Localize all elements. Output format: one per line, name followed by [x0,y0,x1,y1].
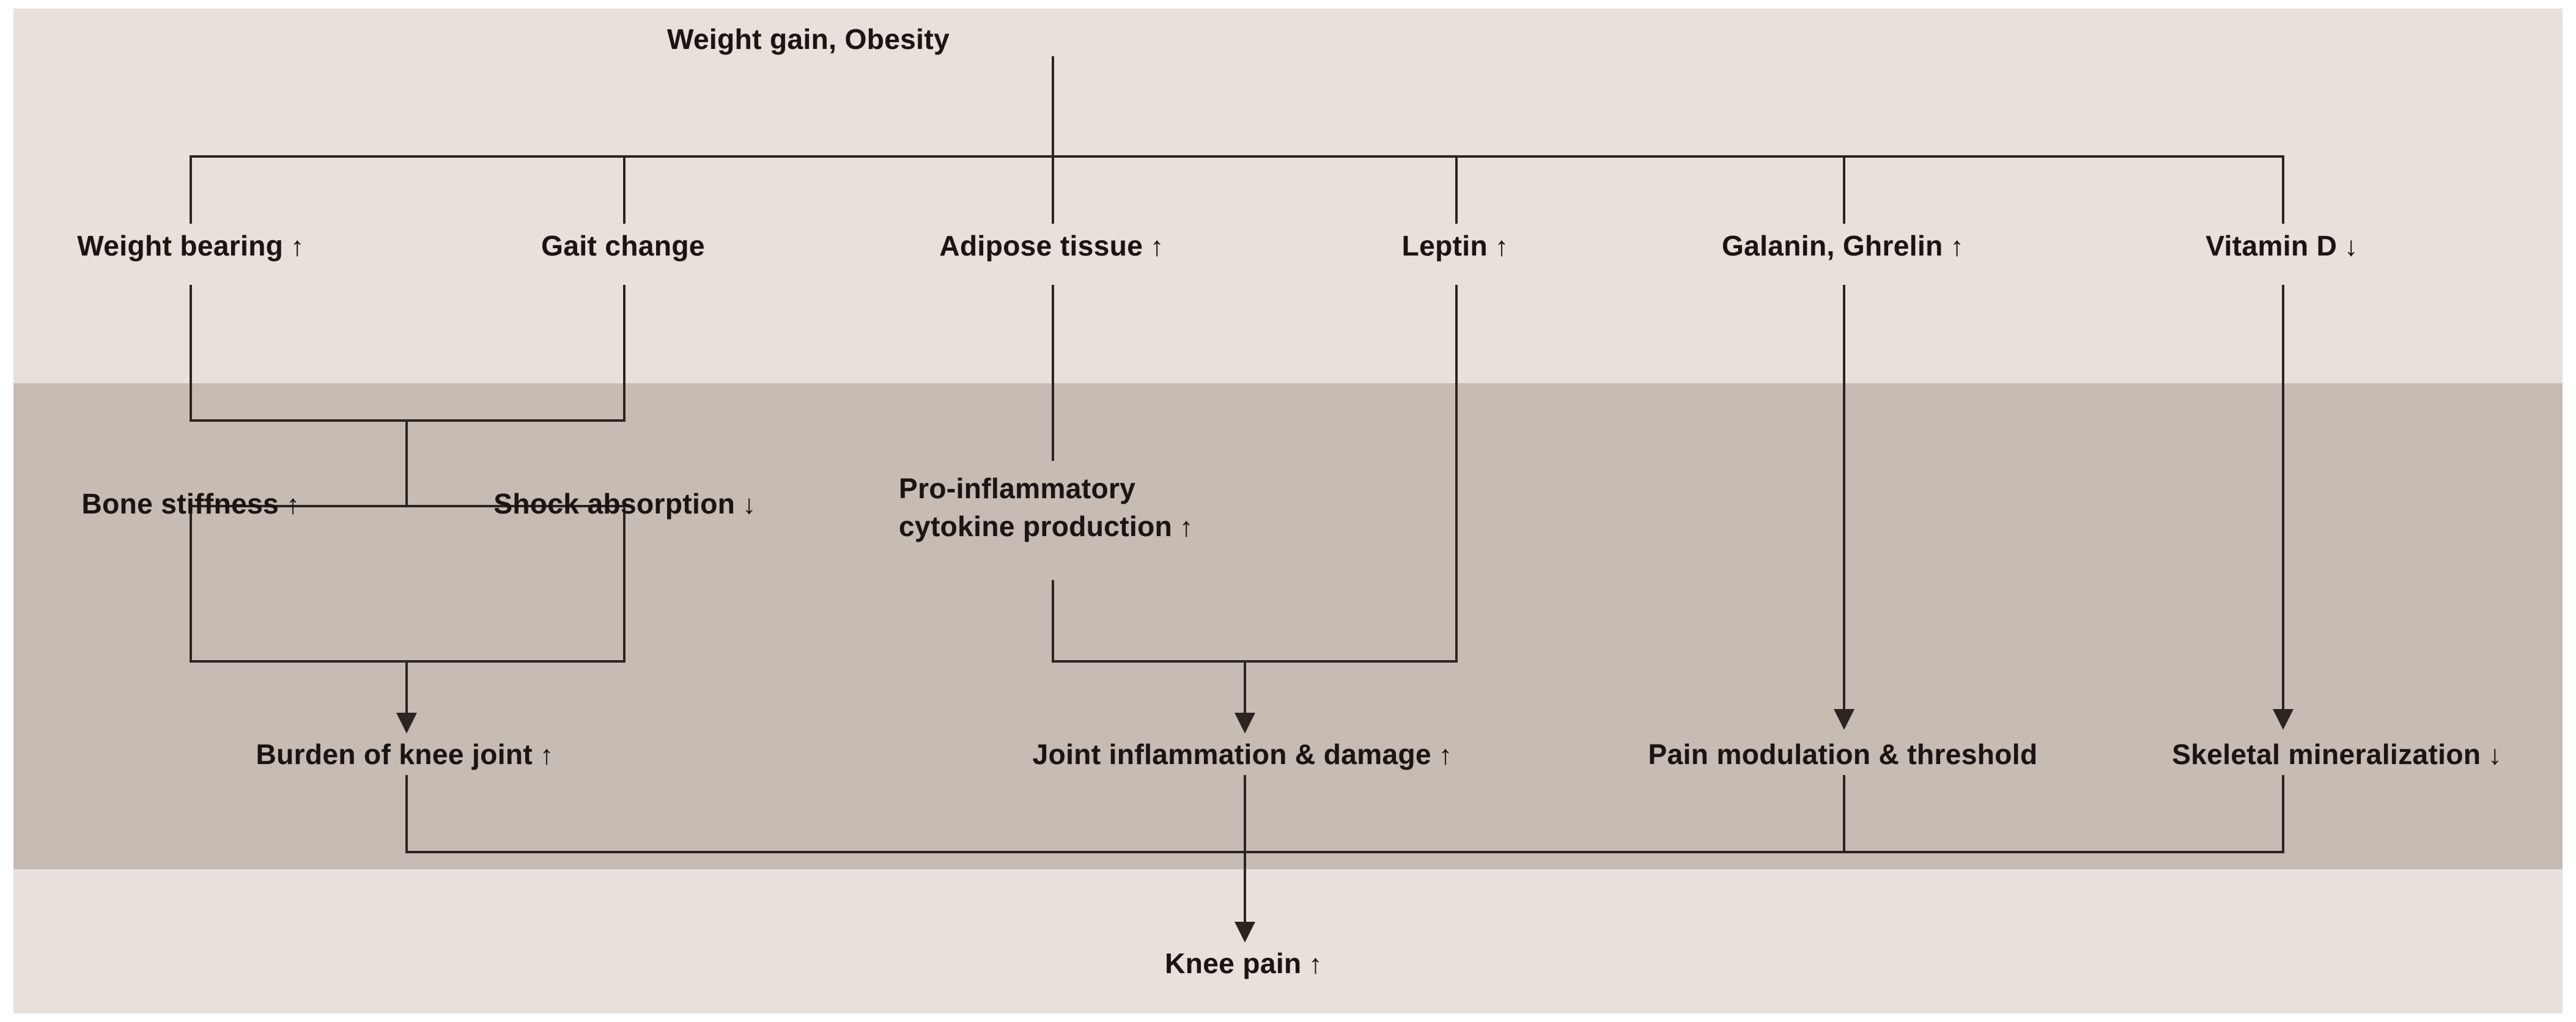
edge-drop-leptin [1455,155,1458,224]
edge-burden-arrow-stem [405,660,408,716]
node-label-line-2-wrap: cytokine production↑ [899,508,1339,546]
node-knee-pain: Knee pain↑ [877,945,1611,982]
node-weight-gain-obesity: Weight gain, Obesity [380,21,1236,58]
up-arrow-icon: ↑ [1950,232,1965,262]
edge-top-bus [190,155,2282,158]
node-skeletal-mineralization: Skeletal mineralization↓ [2098,736,2575,773]
up-arrow-icon: ↑ [1438,740,1453,770]
node-label: Shock absorption [493,488,736,520]
up-arrow-icon: ↑ [1150,232,1164,262]
edge-joint-inflammation-down [1244,775,1246,853]
down-arrow-icon: ↓ [2344,232,2358,262]
edge-drop-vitamin-d [2282,155,2284,224]
edge-bottom-bus [405,851,2284,853]
edge-burden-down [405,775,408,853]
edge-left-merge-stem [405,419,408,507]
node-adipose-tissue: Adipose tissue↑ [868,227,1235,265]
edge-left-split-bar [190,505,626,507]
arrowhead-to-burden-of-knee-joint [396,713,417,733]
up-arrow-icon: ↑ [286,490,300,520]
node-shock-absorption: Shock absorption↓ [435,485,814,523]
edge-drop-shock-absorption [623,505,626,573]
node-label: Knee pain [1165,947,1302,979]
edge-gait-change-down [623,285,626,422]
node-label: Skeletal mineralization [2172,738,2481,770]
up-arrow-icon: ↑ [1308,949,1323,979]
edge-weight-bearing-down [190,285,192,422]
node-label: Weight bearing [77,230,284,262]
edge-knee-pain-stem [1244,851,1246,925]
edge-galanin-down [1843,285,1845,713]
node-label: Pain modulation & threshold [1648,738,2038,770]
edge-leptin-down [1455,285,1458,663]
mid-tone-band [13,383,2563,869]
node-leptin: Leptin↑ [1315,227,1596,265]
edge-adipose-to-cytokine [1052,285,1054,461]
edge-drop-bone-stiffness [190,505,192,573]
edge-drop-gait-change [623,155,626,224]
edge-root-stem [1052,56,1054,156]
up-arrow-icon: ↑ [1179,512,1194,542]
down-arrow-icon: ↓ [742,490,756,520]
node-label: Vitamin D [2205,230,2338,262]
edge-vitamin-d-down [2282,285,2284,713]
edge-bone-stiffness-down [190,546,192,663]
node-galanin-ghrelin: Galanin, Ghrelin↑ [1635,227,2051,265]
edge-pain-modulation-down [1843,775,1845,853]
edge-drop-adipose-tissue [1052,155,1054,224]
node-bone-stiffness: Bone stiffness↑ [13,485,368,523]
node-label-line-1: Pro-inflammatory [899,472,1136,504]
node-gait-change: Gait change [464,227,782,265]
node-weight-bearing: Weight bearing↑ [13,227,368,265]
down-arrow-icon: ↓ [2488,740,2502,770]
edge-cytokine-down [1052,580,1054,663]
node-label: Leptin [1401,230,1488,262]
node-label: Adipose tissue [939,230,1143,262]
arrowhead-to-pain-modulation [1834,709,1854,730]
diagram-frame: Weight gain, Obesity Weight bearing↑ Gai… [13,9,2563,1013]
up-arrow-icon: ↑ [290,232,304,262]
edge-joint-arrow-stem [1244,660,1246,716]
node-label: Burden of knee joint [256,738,533,770]
node-label: Galanin, Ghrelin [1721,230,1943,262]
up-arrow-icon: ↑ [540,740,554,770]
node-pain-modulation-threshold: Pain modulation & threshold [1568,736,2118,773]
edge-skeletal-mineralization-down [2282,775,2284,853]
node-label: Joint inflammation & damage [1032,738,1431,770]
arrowhead-to-knee-pain [1234,922,1255,943]
node-label: Bone stiffness [81,488,279,520]
edge-drop-galanin-ghrelin [1843,155,1845,224]
node-label: Gait change [541,230,705,262]
arrowhead-to-skeletal-mineralization [2273,709,2294,730]
node-burden-of-knee-joint: Burden of knee joint↑ [87,736,723,773]
edge-shock-absorption-down [623,546,626,663]
edge-drop-weight-bearing [190,155,192,224]
node-label-line-2: cytokine production [899,510,1173,542]
node-label: Weight gain, Obesity [666,23,950,55]
edge-joint-merge-bar [1052,660,1458,663]
node-vitamin-d: Vitamin D↓ [2092,227,2471,265]
arrowhead-to-joint-inflammation [1234,713,1255,733]
node-joint-inflammation-damage: Joint inflammation & damage↑ [814,736,1670,773]
node-pro-inflammatory-cytokine-production: Pro-inflammatory cytokine production↑ [899,470,1339,546]
up-arrow-icon: ↑ [1494,232,1509,262]
